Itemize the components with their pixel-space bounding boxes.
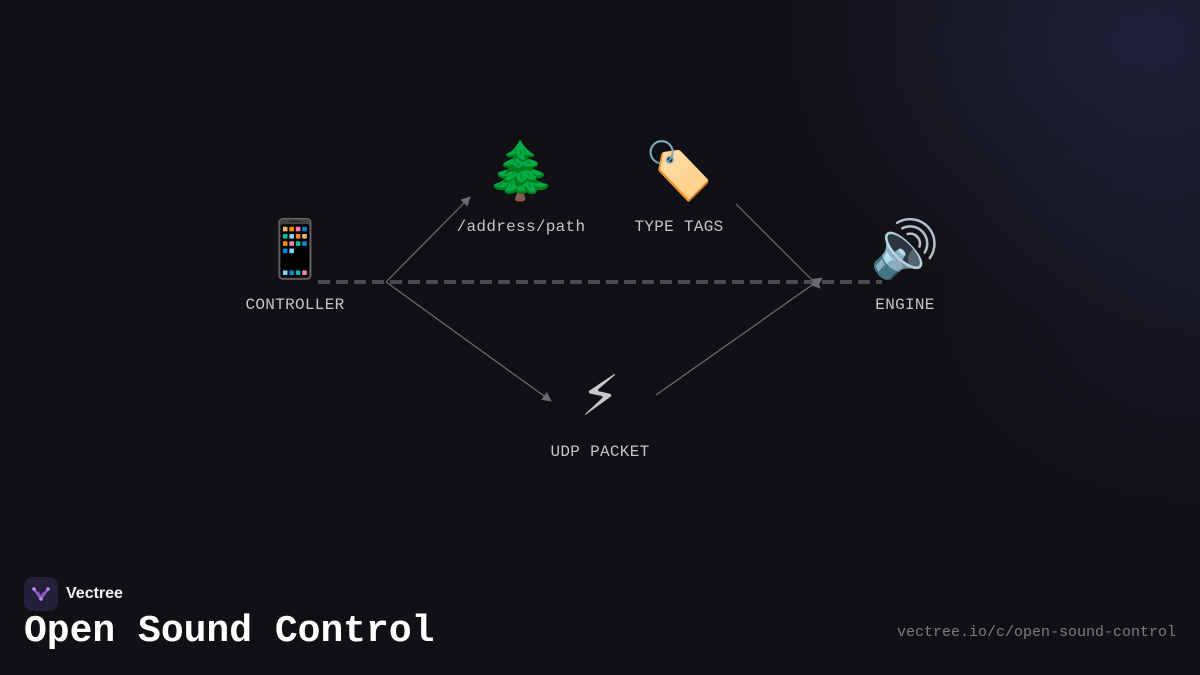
brand[interactable]: Vectree [24,577,123,611]
node-type-tags: 🏷️ TYPE TAGS [634,139,724,237]
edge-controller-address [385,196,471,283]
label-tag-icon: 🏷️ [644,139,714,204]
edge-udp-engine [655,277,823,396]
node-label-address-path: /address/path [456,218,586,236]
node-label-controller: CONTROLLER [245,296,345,314]
page-url[interactable]: vectree.io/c/open-sound-control [896,624,1176,641]
evergreen-tree-icon: 🌲 [486,139,556,204]
edge-controller-udp [385,281,552,402]
vectree-logo-icon [24,577,58,611]
speaker-icon: 🔊 [870,217,940,282]
node-engine: 🔊 ENGINE [870,217,940,315]
node-label-udp-packet: UDP PACKET [550,443,650,461]
node-controller: 📱 CONTROLLER [245,217,345,315]
brand-name: Vectree [66,585,123,602]
edge-typetags-engine [735,203,821,289]
node-udp-packet: ⚡ UDP PACKET [550,364,650,462]
mobile-phone-icon: 📱 [260,217,330,282]
node-label-engine: ENGINE [875,296,935,314]
lightning-bolt-icon: ⚡ [580,364,620,429]
node-label-type-tags: TYPE TAGS [634,218,724,236]
node-address-path: 🌲 /address/path [456,139,586,237]
page-title: Open Sound Control [24,610,435,653]
